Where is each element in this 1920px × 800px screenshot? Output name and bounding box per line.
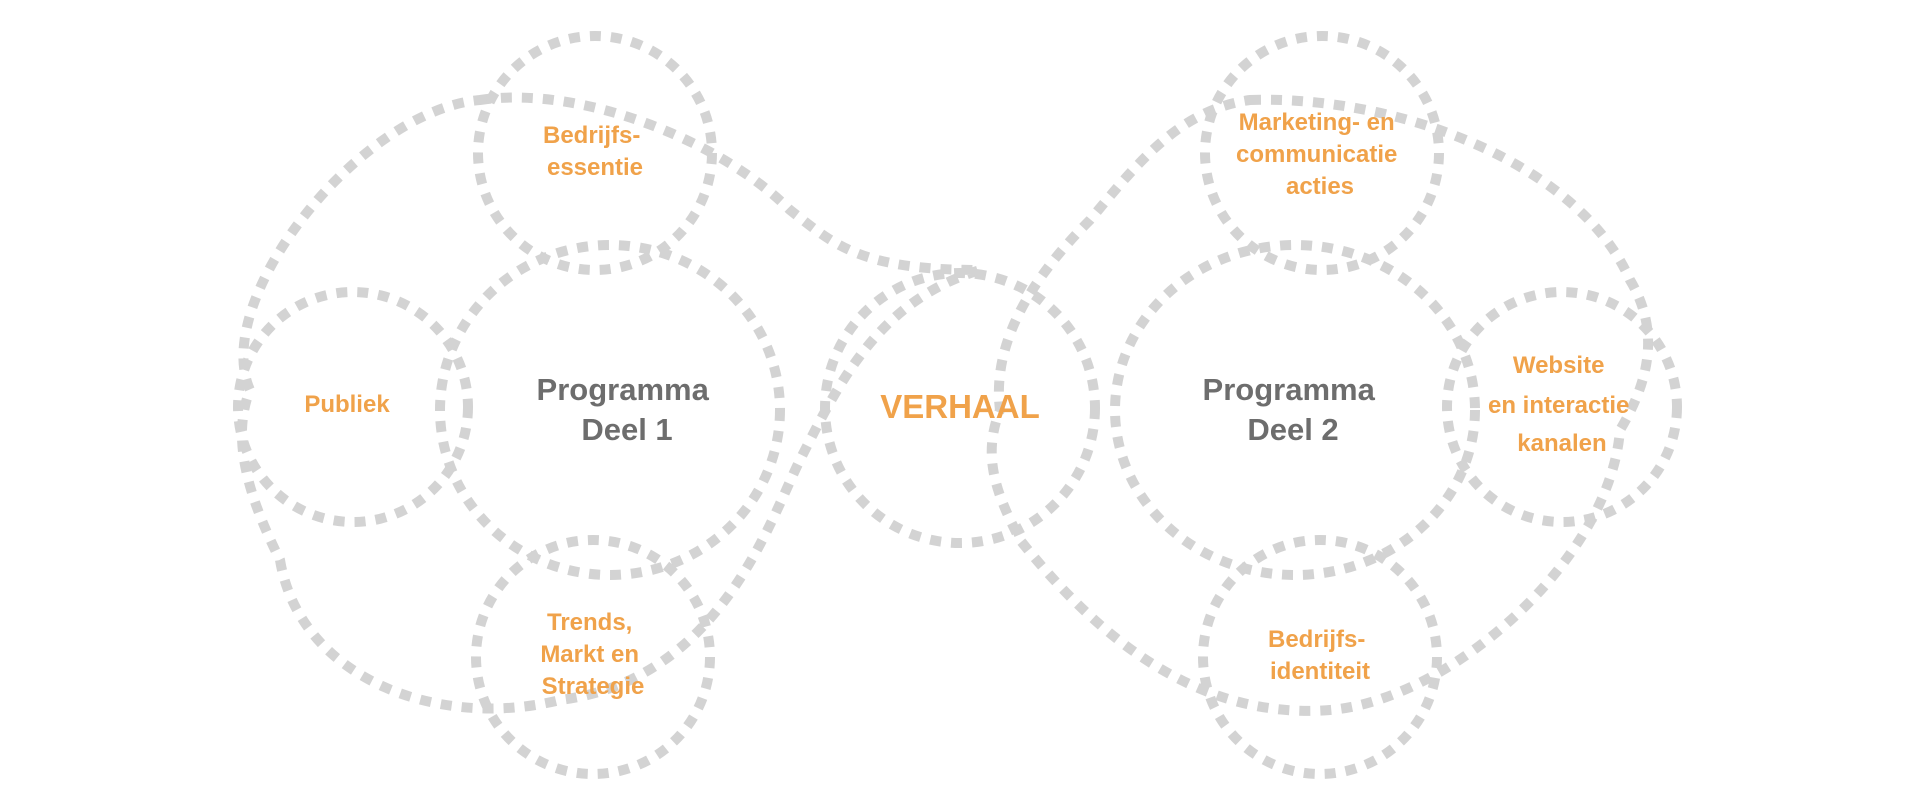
right-outer-loop: [986, 94, 1654, 716]
left-program-line1: Programma: [537, 372, 710, 407]
right-top-circle: [1200, 31, 1444, 275]
right-top-label-line1: Marketing- en: [1239, 109, 1395, 136]
right-right-label-line3: kanalen: [1517, 430, 1606, 457]
right-top-label-line2: communicatie: [1236, 141, 1397, 168]
right-bottom-circle: [1198, 535, 1442, 779]
left-bottom-circle: [471, 535, 715, 779]
right-bottom-label: Bedrijfs- identiteit: [1268, 626, 1372, 685]
right-program-line2: Deel 2: [1247, 412, 1338, 447]
left-bottom-label: Trends, Markt en Strategie: [540, 609, 645, 700]
left-bottom-label-line3: Strategie: [542, 673, 645, 700]
center-label: VERHAAL: [880, 388, 1040, 425]
left-left-circle: [233, 287, 473, 527]
right-bottom-label-line2: identiteit: [1270, 658, 1370, 685]
right-program-label: Programma Deel 2: [1203, 372, 1384, 447]
left-top-label-line2: essentie: [547, 154, 643, 181]
right-right-label: Website en interactie kanalen: [1488, 352, 1636, 457]
left-top-label-line1: Bedrijfs-: [543, 122, 640, 149]
right-right-circle: [1442, 287, 1682, 527]
left-outer-loop: [236, 92, 982, 714]
right-program-ring: [1110, 240, 1480, 580]
left-left-label-line1: Publiek: [304, 391, 390, 418]
right-right-label-line2: en interactie: [1488, 392, 1629, 419]
left-top-circle: [473, 31, 717, 275]
center-circle: [820, 268, 1100, 548]
left-program-line2: Deel 1: [581, 412, 672, 447]
right-program-line1: Programma: [1203, 372, 1376, 407]
left-program-label: Programma Deel 1: [537, 372, 718, 447]
left-bottom-label-line1: Trends,: [547, 609, 632, 636]
right-top-label: Marketing- en communicatie acties: [1236, 109, 1404, 200]
left-bottom-label-line2: Markt en: [540, 641, 639, 668]
right-top-label-line3: acties: [1286, 173, 1354, 200]
right-bottom-label-line1: Bedrijfs-: [1268, 626, 1365, 653]
left-program-ring: [435, 240, 785, 580]
right-right-label-line1: Website: [1513, 352, 1605, 379]
left-top-label: Bedrijfs- essentie: [543, 122, 647, 181]
left-left-label: Publiek: [304, 391, 390, 418]
